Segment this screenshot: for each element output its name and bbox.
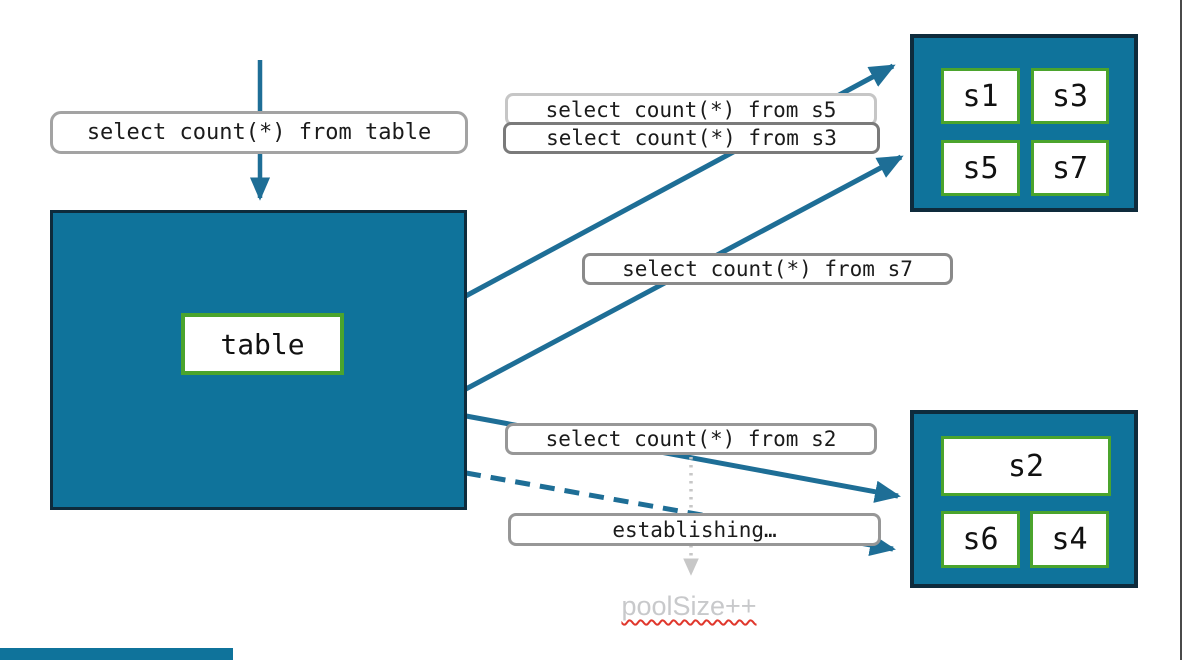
table-node: table <box>181 313 344 375</box>
shard-pool-bottom-box: s2 s6 s4 <box>910 410 1138 588</box>
table-container-box: table <box>50 210 467 510</box>
query-label-s2-text: select count(*) from s2 <box>545 427 837 451</box>
shard-cell-s6: s6 <box>941 511 1020 568</box>
shard-cell-s7: s7 <box>1031 140 1109 196</box>
table-node-label: table <box>220 327 305 361</box>
shard-cell-s3: s3 <box>1031 68 1109 124</box>
query-label-s7-text: select count(*) from s7 <box>622 257 913 281</box>
status-label-text: establishing… <box>612 517 777 542</box>
query-label-s3-text: select count(*) from s3 <box>546 126 837 150</box>
shard-cell-s1-label: s1 <box>962 78 999 114</box>
shard-cell-s5: s5 <box>941 140 1020 196</box>
shard-cell-s6-label: s6 <box>962 522 999 557</box>
status-label-establishing: establishing… <box>508 513 881 546</box>
shard-cell-s4: s4 <box>1030 511 1109 568</box>
shard-cell-s5-label: s5 <box>962 150 999 186</box>
query-label-s2: select count(*) from s2 <box>505 423 877 455</box>
query-label-s5-text: select count(*) from s5 <box>545 97 837 122</box>
query-label-table-text: select count(*) from table <box>86 120 432 145</box>
query-label-s7: select count(*) from s7 <box>582 253 953 285</box>
slide-canvas-edge <box>1180 0 1182 660</box>
shard-cell-s3-label: s3 <box>1051 78 1089 114</box>
partial-teal-shape-bottom-left <box>0 648 233 660</box>
poolsize-note[interactable]: poolSize++ <box>621 591 757 621</box>
shard-cell-s4-label: s4 <box>1051 522 1088 557</box>
shard-cell-s2-label: s2 <box>1007 448 1045 484</box>
shard-cell-s7-label: s7 <box>1051 150 1089 186</box>
query-label-s3: select count(*) from s3 <box>503 122 880 154</box>
shard-pool-top-box: s1 s3 s5 s7 <box>910 34 1138 212</box>
shard-cell-s1: s1 <box>941 68 1020 124</box>
query-label-table: select count(*) from table <box>50 111 468 154</box>
shard-cell-s2: s2 <box>941 436 1111 496</box>
